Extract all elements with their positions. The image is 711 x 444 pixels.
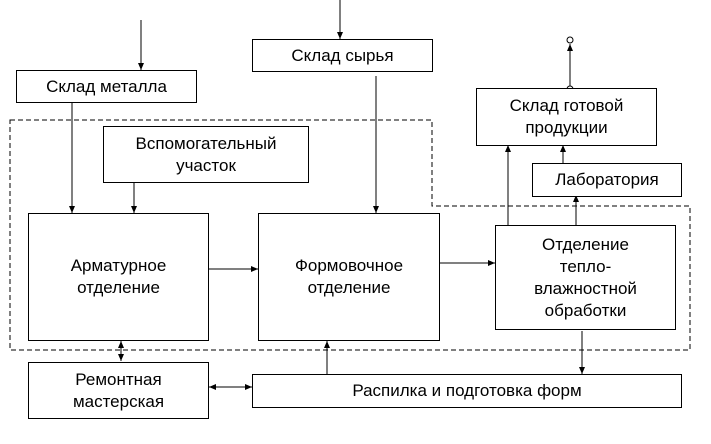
- repair-shop-node[interactable]: Ремонтная мастерская: [28, 362, 209, 419]
- laboratory-node[interactable]: Лаборатория: [532, 163, 682, 197]
- form-prep-label: Распилка и подготовка форм: [352, 381, 582, 400]
- raw-warehouse-node[interactable]: Склад сырья: [252, 39, 433, 72]
- metal-warehouse-label: Склад металла: [46, 76, 167, 96]
- repair-shop-label: Ремонтная мастерская: [72, 369, 165, 411]
- auxiliary-section-label: Вспомогательный участок: [135, 133, 277, 175]
- raw-warehouse-label: Склад сырья: [291, 45, 394, 65]
- form-prep-node[interactable]: Распилка и подготовка форм: [252, 374, 682, 408]
- finished-warehouse-node[interactable]: Склад готовой продукции: [476, 88, 657, 146]
- molding-dept-node[interactable]: Формовочное отделение: [258, 213, 440, 341]
- heat-treatment-dept-label: Отделение тепло- влажностной обработки: [534, 234, 637, 320]
- reinforcement-dept-node[interactable]: Арматурное отделение: [28, 213, 209, 341]
- reinforcement-dept-label: Арматурное отделение: [70, 256, 167, 297]
- heat-treatment-dept-node[interactable]: Отделение тепло- влажностной обработки: [495, 225, 676, 330]
- output-terminal-icon: [566, 36, 574, 44]
- auxiliary-section-node[interactable]: Вспомогательный участок: [103, 126, 309, 183]
- metal-warehouse-node[interactable]: Склад металла: [16, 70, 197, 103]
- laboratory-label: Лаборатория: [555, 170, 659, 189]
- finished-warehouse-label: Склад готовой продукции: [509, 96, 624, 137]
- molding-dept-label: Формовочное отделение: [294, 256, 404, 297]
